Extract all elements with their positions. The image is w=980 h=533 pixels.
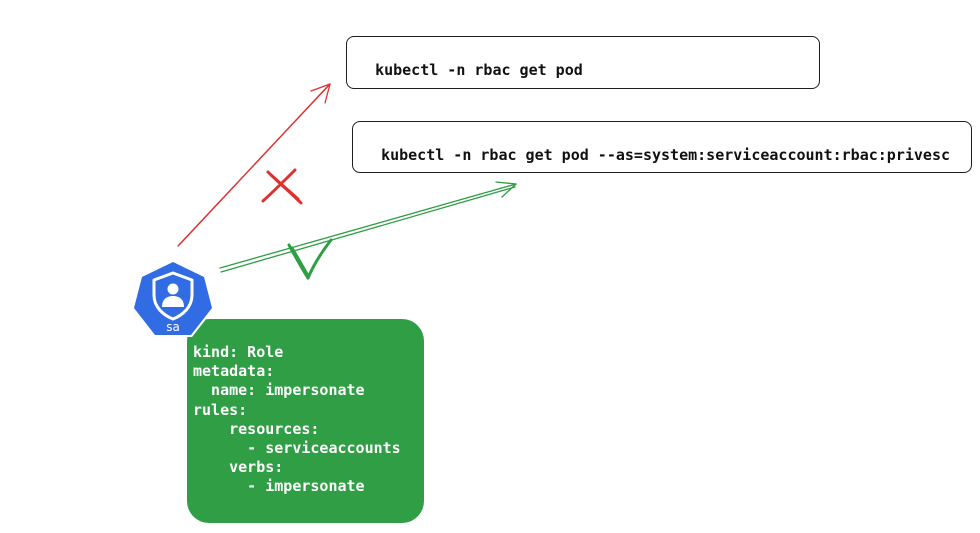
denied-command-text: kubectl -n rbac get pod (375, 61, 583, 79)
cross-mark-icon (261, 168, 303, 205)
denied-arrow (177, 83, 331, 247)
check-mark-icon (287, 238, 333, 280)
yaml-line: - impersonate (193, 477, 365, 496)
sa-label: sa (166, 320, 180, 334)
role-yaml-box: kind: Role metadata: name: impersonate r… (187, 319, 424, 523)
yaml-line: name: impersonate (193, 381, 365, 400)
yaml-line: rules: (193, 400, 248, 419)
yaml-line: resources: (193, 419, 320, 438)
kubernetes-serviceaccount-icon: sa (132, 259, 214, 337)
yaml-line: kind: Role (193, 343, 284, 361)
allowed-command-box: kubectl -n rbac get pod --as=system:serv… (352, 121, 972, 173)
yaml-line: metadata: (193, 362, 275, 381)
yaml-line: - serviceaccounts (193, 438, 401, 457)
allowed-command-text: kubectl -n rbac get pod --as=system:serv… (381, 146, 951, 164)
yaml-line: verbs: (193, 458, 284, 477)
allowed-arrow (219, 181, 517, 273)
denied-command-box: kubectl -n rbac get pod (346, 36, 820, 89)
